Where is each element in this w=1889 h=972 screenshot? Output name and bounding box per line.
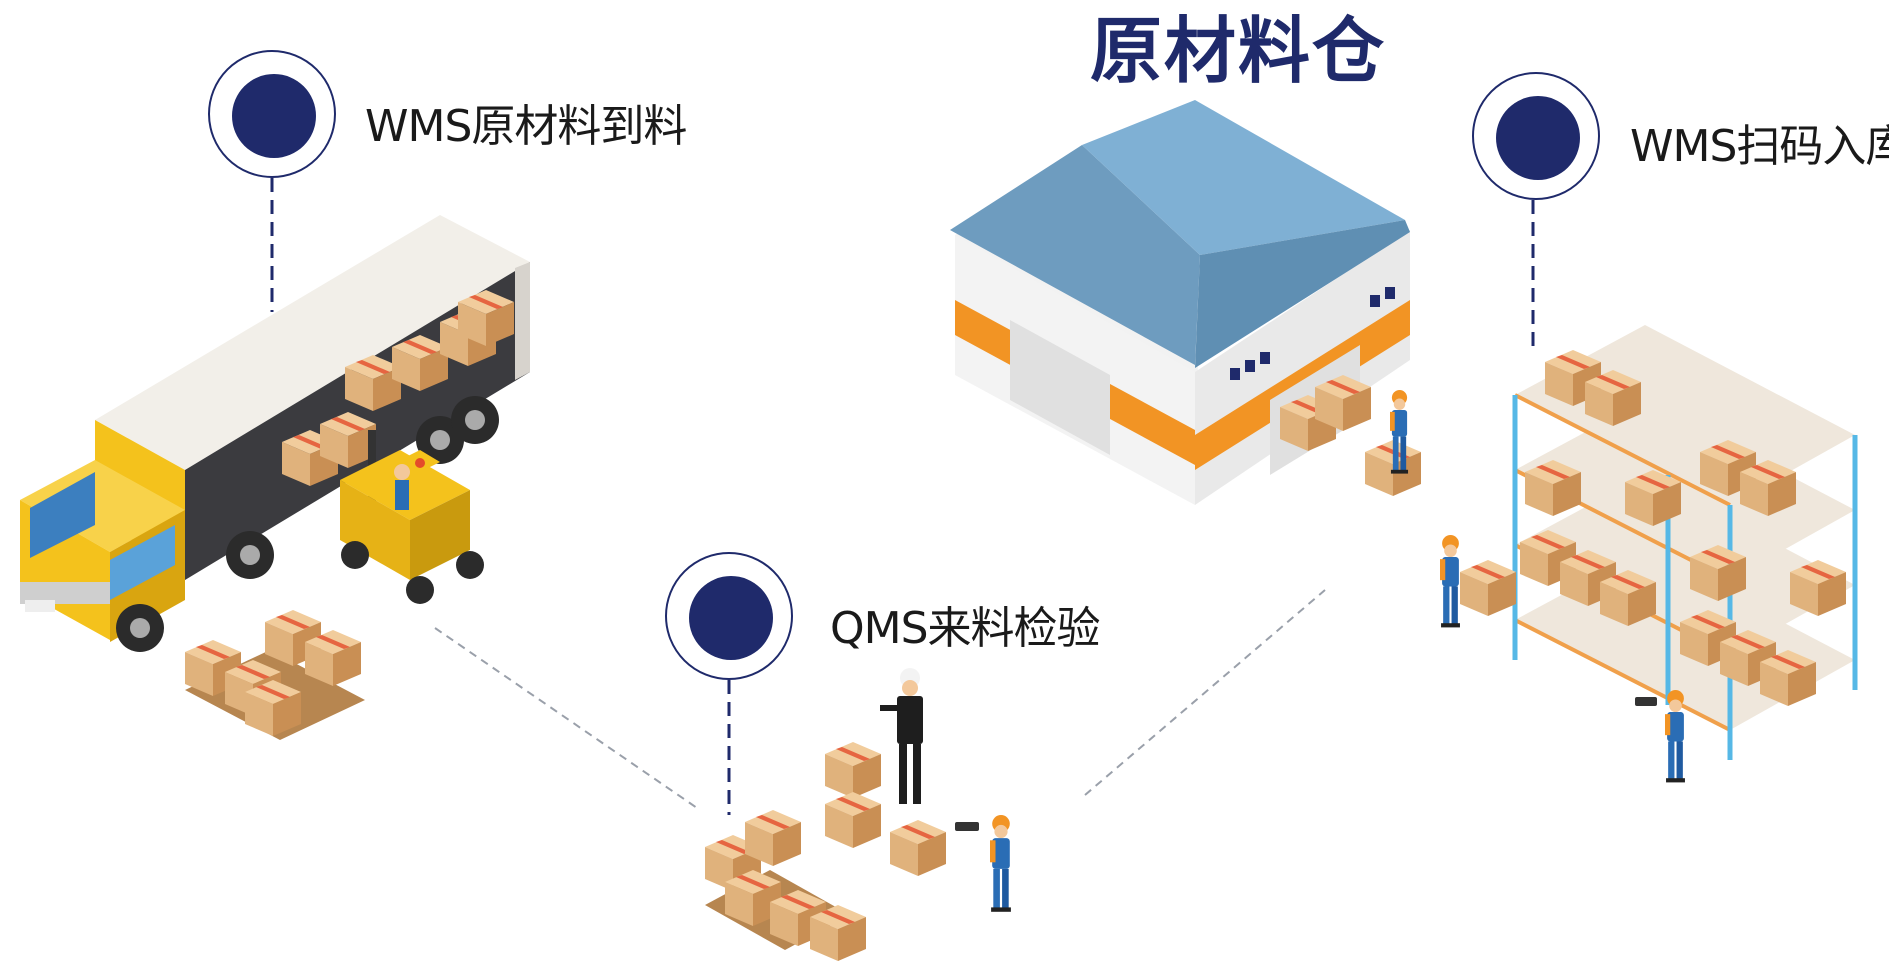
step-label-3: WMS扫码入库 (1630, 121, 1889, 172)
truck-icon (20, 215, 530, 652)
path-inspection-to-warehouse (1084, 589, 1326, 796)
worker-icon-shelf-1 (1440, 535, 1460, 628)
warehouse-icon (950, 100, 1410, 505)
step-label-1: WMS原材料到料 (365, 101, 687, 152)
scanner-icon-shelf (1635, 697, 1657, 706)
step-node-1 (208, 50, 336, 178)
scanner-icon-inspection (955, 822, 979, 831)
path-truck-to-inspection (434, 627, 701, 811)
step-node-1-dot (232, 74, 316, 158)
inspector-icon (880, 668, 923, 804)
inspection-boxes (705, 742, 946, 961)
step-node-2 (665, 552, 793, 680)
forklift-icon (340, 430, 484, 604)
worker-icon-inspection (990, 815, 1011, 912)
pallet-boxes-1 (185, 610, 365, 740)
shelf-icon (1512, 325, 1858, 760)
step-node-2-dot (689, 576, 773, 660)
step-node-3-dot (1496, 96, 1580, 180)
step-label-2: QMS来料检验 (830, 603, 1101, 654)
worker-carried-box (1460, 560, 1516, 616)
step-node-3 (1472, 72, 1600, 200)
page-title: 原材料仓 (1090, 9, 1387, 93)
